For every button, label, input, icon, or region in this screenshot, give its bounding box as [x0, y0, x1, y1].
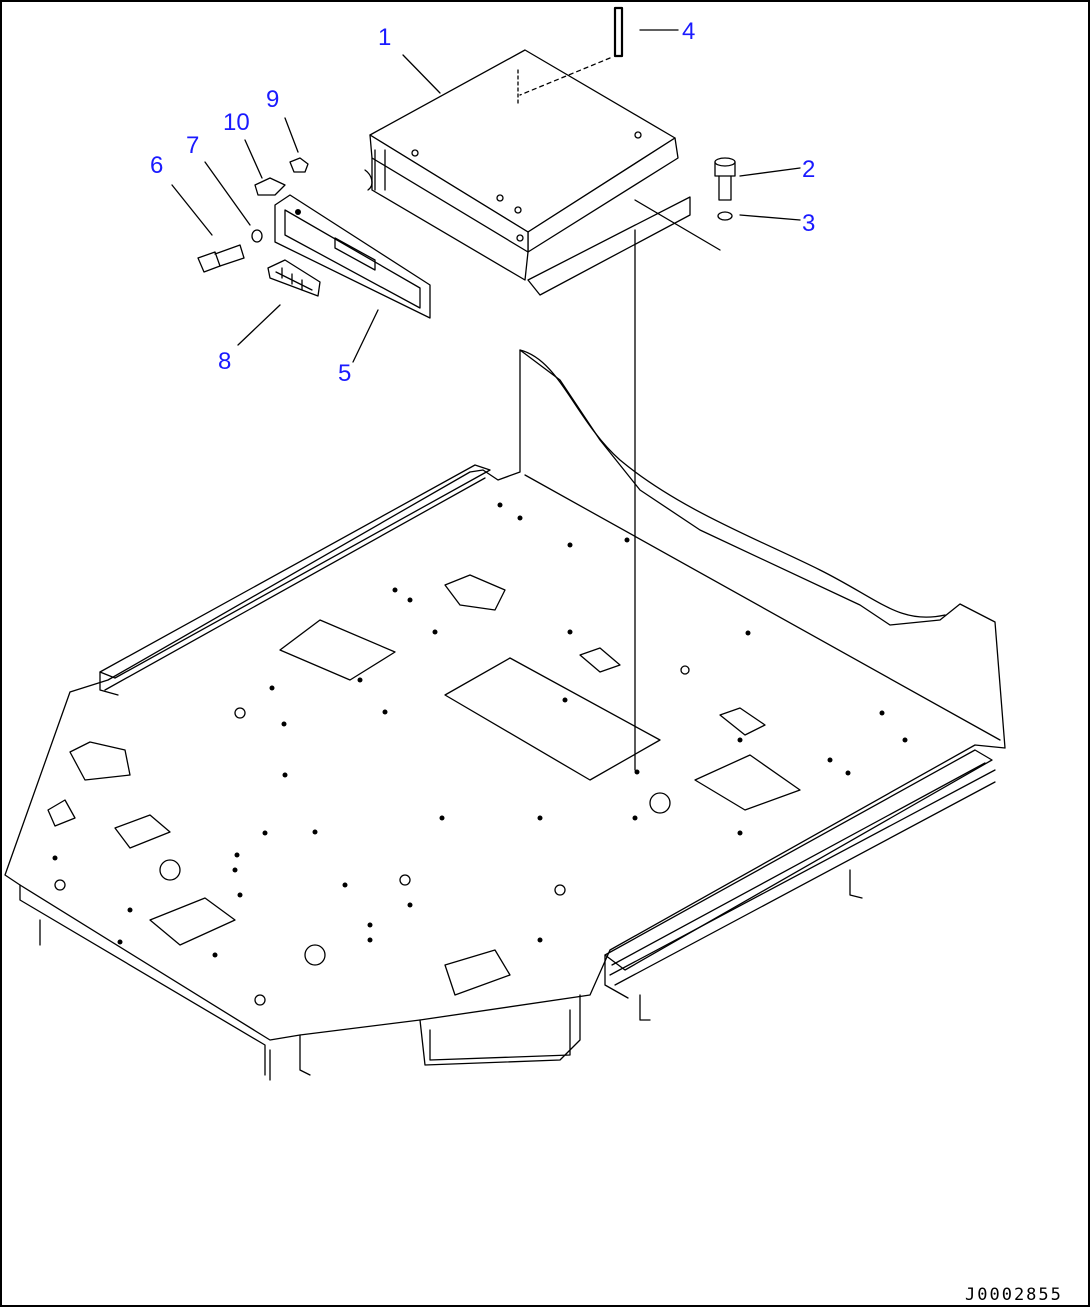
- cutout-front: [444, 949, 511, 996]
- hole: [554, 884, 566, 896]
- callout-2: 2: [802, 156, 815, 183]
- leader-8: [237, 304, 281, 346]
- box-hole: [411, 149, 419, 157]
- pin-part-4: [517, 6, 624, 106]
- right-rail-line-2: [614, 781, 996, 986]
- bracket-leader: [634, 199, 721, 251]
- right-rail-end: [604, 954, 629, 999]
- cutout-left-1: [114, 814, 171, 849]
- leader-6: [171, 184, 213, 236]
- callout-labels: 1 2 3 4 5 6 7 8 9 10: [150, 18, 815, 387]
- box-edge: [374, 149, 386, 191]
- nut-part-9: [289, 157, 309, 173]
- left-rail-edge: [104, 477, 486, 691]
- box-hole: [496, 194, 504, 202]
- bracket-left: [69, 741, 131, 781]
- box-hole: [514, 206, 522, 214]
- mount-pad-2: [579, 647, 621, 673]
- cutout-1: [279, 619, 396, 681]
- right-rail-line-1: [609, 769, 996, 976]
- hole: [399, 874, 411, 886]
- callout-4: 4: [682, 18, 695, 45]
- hole: [234, 707, 246, 719]
- leader-lines: [171, 29, 801, 363]
- floor-outline: [4, 349, 1006, 1041]
- right-legs: [639, 869, 863, 1021]
- callout-5: 5: [338, 360, 351, 387]
- callout-10: 10: [223, 109, 250, 136]
- cutout-center: [444, 657, 661, 781]
- plate-hook: [364, 169, 373, 191]
- callout-9: 9: [266, 86, 279, 113]
- left-rail: [99, 464, 491, 679]
- bolt-shank: [718, 175, 732, 201]
- left-rail-end: [99, 671, 119, 696]
- leader-9: [284, 117, 299, 153]
- hole: [159, 859, 181, 881]
- right-rail-line-3: [611, 762, 986, 966]
- right-rail: [604, 749, 993, 971]
- plate-hole: [295, 209, 301, 215]
- rear-fold-line: [524, 474, 1001, 741]
- hole: [254, 994, 266, 1006]
- mounting-bracket: [527, 196, 691, 296]
- floor-plate: [4, 349, 1006, 1081]
- pin-leader: [519, 57, 611, 96]
- leader-7: [204, 161, 251, 226]
- hole: [304, 944, 326, 966]
- bolt-part-2: [714, 157, 736, 201]
- leader-3: [739, 214, 801, 221]
- plate: [274, 194, 431, 319]
- plate-slot: [334, 237, 376, 271]
- hole: [680, 665, 690, 675]
- hole: [54, 879, 66, 891]
- drawing-code: J0002855: [965, 1285, 1063, 1305]
- callout-8: 8: [218, 348, 231, 375]
- mount-pad-1: [444, 574, 506, 611]
- clamp-part-10: [254, 177, 286, 196]
- rear-wall-curve: [519, 349, 946, 618]
- pin: [613, 6, 624, 58]
- leader-1: [402, 54, 441, 94]
- cover-plate-part-5: [274, 169, 431, 319]
- washer-part-3: [717, 211, 733, 221]
- cutout-right: [694, 754, 801, 811]
- callout-1: 1: [378, 24, 391, 51]
- callout-6: 6: [150, 152, 163, 179]
- callout-7: 7: [186, 132, 199, 159]
- front-edge-left: [19, 884, 271, 1081]
- box-hole: [516, 234, 524, 242]
- bolt-6-shank: [214, 244, 245, 267]
- controller-box: [369, 49, 721, 296]
- leader-10: [244, 139, 263, 179]
- hole: [649, 792, 671, 814]
- bolt-holes: [52, 502, 908, 958]
- mount-pad-3: [719, 707, 766, 736]
- box-lower-front: [371, 157, 529, 281]
- leader-2: [739, 167, 801, 177]
- front-edge-center: [299, 994, 581, 1076]
- bolt-part-6: [197, 251, 221, 273]
- box-top: [369, 49, 676, 233]
- box-hole: [634, 131, 642, 139]
- leader-5: [352, 309, 379, 363]
- bracket-left-2: [47, 799, 76, 827]
- front-box-inner: [429, 1009, 571, 1061]
- washer-part-7: [251, 229, 263, 243]
- callout-3: 3: [802, 210, 815, 237]
- bolt-head-top: [714, 157, 736, 167]
- cutout-left-2: [149, 897, 236, 946]
- connector-pins: [275, 267, 313, 291]
